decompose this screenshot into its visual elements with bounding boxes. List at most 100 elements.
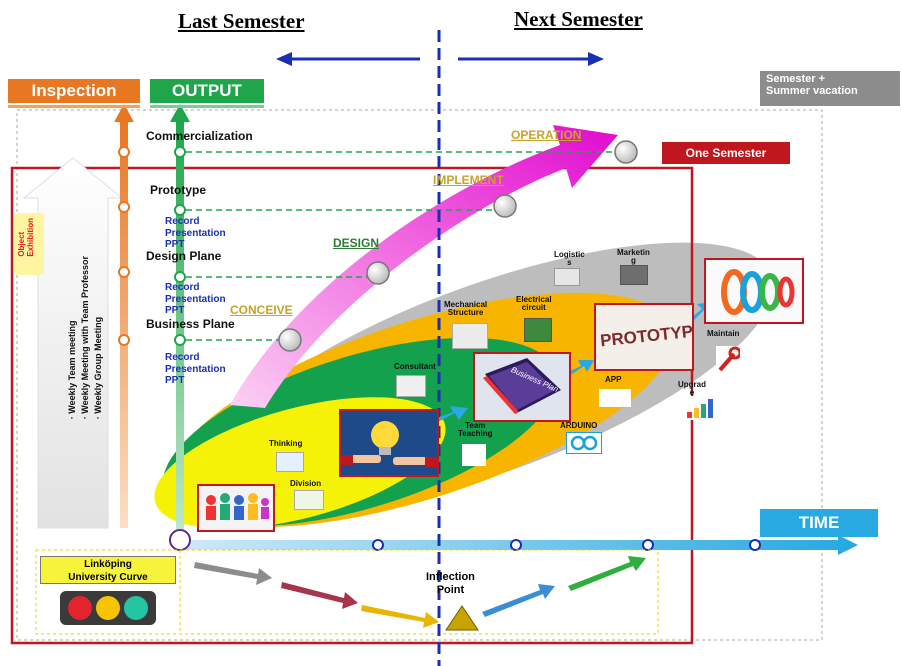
prototype-picture: PROTOTYPE	[594, 303, 694, 371]
meetings-arrow	[22, 157, 124, 529]
team-teaching-label: Team Teaching	[458, 421, 493, 439]
output-underline	[150, 105, 264, 108]
team-group-picture	[197, 484, 275, 532]
semester-summer-line1: Semester +	[766, 73, 826, 85]
upgrade-line1: Upgrad	[678, 380, 706, 389]
semester-direction-arrows	[276, 52, 604, 66]
doc-record: Record	[165, 352, 200, 363]
inspection-arrow-head	[114, 104, 134, 122]
inspection-label: Inspection	[31, 81, 117, 100]
maintain-label: Maintain	[707, 329, 740, 338]
design-docs: Record Presentation PPT	[165, 282, 226, 317]
output-tag: OUTPUT	[150, 79, 264, 108]
electrical-line1: Electrical	[516, 295, 552, 304]
meetings-list: · Weekly Team meeting · Weekly Meeting w…	[66, 256, 105, 419]
inflection-point-label: Inflection Point	[426, 571, 475, 596]
upgrade-line2: e	[689, 388, 695, 398]
consultant-icon	[396, 375, 426, 397]
inspection-underline	[8, 105, 140, 108]
output-commercialization: Commercialization	[146, 129, 253, 143]
output-arrow-shaft	[176, 120, 184, 532]
upgrade-icon	[684, 396, 714, 420]
division-label: Division	[290, 479, 322, 488]
division-icon	[294, 490, 324, 510]
curve-arrows	[194, 556, 646, 628]
inflection-line2: Point	[436, 583, 465, 596]
inflection-triangle	[445, 605, 479, 631]
logistics-line2: s	[567, 258, 572, 268]
inspection-tag: Inspection	[8, 79, 140, 108]
mechanical-line1: Mechanical	[444, 300, 488, 309]
arduino-label: ARDUINO	[560, 421, 598, 430]
semester-summer-frame	[16, 109, 823, 641]
output-label: OUTPUT	[172, 81, 242, 100]
idea-bulb-picture	[339, 409, 439, 477]
infinity-icon	[570, 435, 598, 451]
milestones	[278, 140, 638, 352]
semester-summer-line2: Summer vacation	[766, 84, 858, 97]
thinking-icon	[276, 452, 304, 472]
mechanical-line2: Structure	[447, 308, 484, 318]
logistics-icon	[554, 268, 580, 286]
linkoping-curve-box: Linköping University Curve	[40, 556, 176, 584]
doc-ppt: PPT	[165, 305, 185, 316]
marketing-line1: Marketin	[617, 248, 650, 257]
bar-growth-icon	[687, 399, 713, 418]
team-line2: Teaching	[458, 429, 493, 439]
prototype-word: PROTOTYPE	[599, 320, 694, 351]
prototype-docs: Record Presentation PPT	[165, 216, 226, 251]
lightbulb-icon	[341, 421, 437, 467]
phase-conceive: CONCEIVE	[230, 303, 293, 317]
output-prototype: Prototype	[150, 183, 207, 197]
arduino-icon	[566, 432, 602, 454]
doc-presentation: Presentation	[165, 363, 226, 375]
output-connectors	[186, 151, 615, 341]
electrical-line2: circuit	[521, 303, 546, 313]
semester-summer-tag: Semester + Summer vacation	[760, 71, 900, 106]
output-arrow-head	[170, 104, 190, 122]
mechanical-structure-icon	[452, 323, 488, 349]
linkoping-line2: University Curve	[68, 571, 148, 583]
linkoping-line1: Linköping	[84, 559, 132, 570]
doc-presentation: Presentation	[165, 227, 226, 239]
one-semester-tag: One Semester	[662, 142, 790, 164]
output-design-plane: Design Plane	[146, 249, 222, 263]
team-line1: Team	[465, 421, 486, 430]
app-label: APP	[605, 375, 622, 384]
meeting-team: · Weekly Team meeting	[67, 320, 77, 420]
last-semester-title: Last Semester	[178, 9, 305, 33]
doc-ppt: PPT	[165, 239, 185, 250]
object-exhibition-line1: Object	[17, 231, 26, 257]
upgrade-label: Upgrad e	[678, 380, 706, 398]
output-business-plane: Business Plane	[146, 317, 235, 331]
time-markers	[169, 529, 761, 551]
object-exhibition-badge	[14, 213, 44, 275]
electrical-circuit-icon	[524, 318, 552, 342]
time-arrow-head	[838, 535, 858, 555]
object-exhibition-label: Object Exhibition	[17, 218, 36, 257]
inspection-arrow-shaft	[120, 120, 128, 528]
business-docs: Record Presentation PPT	[165, 352, 226, 387]
people-icon	[206, 493, 269, 520]
curve-area	[35, 549, 659, 635]
next-semester-title: Next Semester	[514, 7, 643, 31]
phase-implement: IMPLEMENT	[433, 173, 504, 187]
product-picture	[704, 258, 804, 324]
thinking-label: Thinking	[269, 439, 303, 448]
marketing-icon	[620, 265, 648, 285]
wrench-icon	[718, 346, 740, 372]
marketing-label: Marketin g	[617, 248, 650, 266]
phase-operation: OPERATION	[511, 128, 582, 142]
consultant-label: Consultant	[394, 362, 436, 371]
inflection-line1: Inflection	[426, 571, 475, 583]
marketing-line2: g	[631, 256, 636, 266]
doc-presentation: Presentation	[165, 293, 226, 305]
doc-record: Record	[165, 216, 200, 227]
doc-record: Record	[165, 282, 200, 293]
phase-design: DESIGN	[333, 236, 380, 250]
business-plan-picture: Business Plan	[473, 352, 571, 422]
output-markers	[174, 146, 186, 346]
team-teaching-icon	[462, 444, 486, 466]
maintain-icon	[716, 346, 740, 374]
object-exhibition-line2: Exhibition	[25, 218, 35, 257]
